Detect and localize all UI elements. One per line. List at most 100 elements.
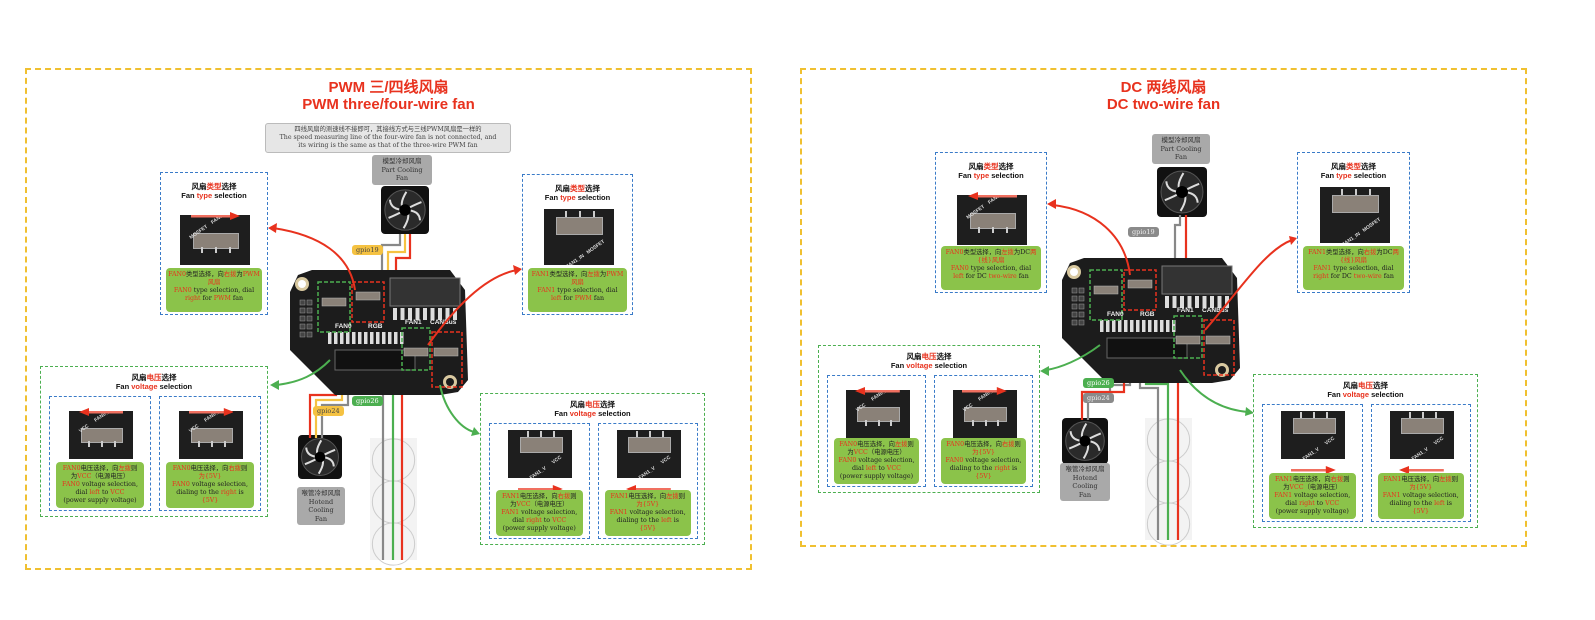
arrow-to-fan1-voltage (1179, 369, 1249, 413)
highlight-text: VCC (516, 501, 531, 508)
highlight-text: 右拨 (557, 493, 571, 500)
connector-pin (445, 308, 450, 320)
highlight-text: 右拨 (223, 271, 237, 278)
panel-title-cn: PWM 三/四线风扇 (328, 79, 449, 96)
type-title-en: Fan type selection (1320, 171, 1387, 180)
part_fan_label-line: 模型冷却风扇 (382, 157, 422, 165)
caption-line: FAN0 voltage selection, (62, 481, 138, 488)
caption-line: 风扇 (207, 279, 221, 286)
hotend_fan_label-line: Hotend Cooling (1072, 473, 1098, 491)
connector-pin (388, 332, 392, 344)
connector-pin (423, 308, 427, 320)
panel-title-en: PWM three/four-wire fan (302, 96, 475, 113)
caption-line: 为VCC（电源电压） (70, 473, 130, 480)
arrow-to-fan1-voltage-head (1245, 407, 1254, 416)
highlight-text: FAN0 (62, 481, 80, 488)
caption-line: 为VCC（电源电压） (1283, 484, 1342, 491)
fan0-type-switch-highlight (351, 281, 385, 323)
rgb-fan-connector (334, 349, 416, 371)
highlight-text: VCC (1325, 500, 1340, 507)
board-label: RGB (1140, 311, 1155, 318)
arrow-left-icon (855, 382, 900, 395)
switch-pin (997, 420, 1000, 427)
highlight-text: voltage (906, 361, 933, 370)
voltage-title-en: Fan voltage selection (115, 382, 193, 391)
highlight-text: FAN1 (501, 509, 520, 516)
hotend_fan_label-line: 喉管冷却风扇 (1065, 465, 1105, 473)
slide-switch (1292, 418, 1336, 434)
connector-pin (453, 308, 457, 320)
part-fan-wire-gnd (380, 234, 402, 290)
board-slide-switch (355, 291, 381, 301)
highlight-text: 电压 (146, 373, 162, 382)
highlight-text: VCC (552, 517, 567, 524)
caption-line: 为{5V} (972, 449, 995, 456)
connector-pin (1154, 320, 1158, 332)
switch-pin (1434, 412, 1437, 419)
arrow-left-icon (1399, 461, 1445, 474)
highlight-text: right (1299, 500, 1315, 507)
part-fan-wire-negative (1173, 215, 1182, 275)
highlight-text: 电压 (1358, 381, 1373, 390)
connector-pin (1106, 320, 1110, 332)
caption-line: dialing to the left is (616, 517, 679, 524)
part_fan_label-line: Part Cooling (381, 165, 423, 174)
highlight-text: FAN0 (945, 249, 964, 256)
silkscreen-label: FAN1_V (528, 465, 548, 478)
connector-pin (328, 332, 332, 344)
connector-pin (1112, 320, 1116, 332)
highlight-text: FAN1 (501, 493, 520, 500)
switch-pin (553, 431, 556, 438)
caption-line: dialing to the right is (949, 465, 1018, 472)
highlight-text: FAN0 (168, 271, 187, 278)
header-pin (1078, 319, 1085, 326)
board-slide-switch (1093, 285, 1119, 295)
caption-line: 为VCC（电源电压） (847, 449, 906, 456)
highlight-text: 类型 (983, 162, 999, 171)
caption-line: dial right to VCC (512, 517, 567, 524)
arrow-left-icon (626, 480, 672, 493)
voltage-title-cn: 风扇电压选择 (1343, 381, 1388, 390)
highlight-text: 两 (1030, 249, 1037, 256)
switch-pin (211, 441, 213, 448)
connector-pin (415, 308, 420, 320)
caption-line: {5V} (1412, 508, 1430, 515)
arrow-to-fan1-type (1204, 239, 1293, 331)
caption-line: FAN1类型选择，向右拨为DC两 (1308, 249, 1399, 256)
switch-pin (215, 246, 217, 253)
highlight-text: 左拨 (587, 271, 600, 278)
highlight-text: 类型 (1346, 162, 1361, 171)
silkscreen-label: MOSFET (1361, 216, 1382, 234)
rgb-wire-gnd (1138, 380, 1160, 540)
switch-pin (527, 431, 530, 438)
switch-pin (229, 246, 231, 253)
type-title-cn: 风扇类型选择 (968, 162, 1014, 171)
switch-pin (578, 211, 581, 218)
connector-pin (1160, 320, 1164, 332)
caption-line: dial left to VCC (852, 465, 901, 472)
arrow-to-fan0-type (272, 227, 356, 291)
voltage-caption: FAN1电压选择，向右拨则为VCC（电源电压）FAN1 voltage sele… (1269, 473, 1356, 519)
header-pin (306, 299, 313, 306)
highlight-text: 左拨 (666, 493, 679, 500)
highlight-text: 类型 (206, 182, 222, 191)
switch-pin (564, 211, 567, 218)
fan-connector (389, 277, 461, 307)
hotend_fan_label-line: Fan (1078, 490, 1092, 499)
header-pin (1071, 311, 1078, 318)
arrow-to-fan0-voltage-head (270, 380, 279, 390)
silkscreen-label: MOSFET (585, 238, 606, 256)
board-label: FAN1 (405, 319, 422, 326)
arrow-to-fan1-type-head (513, 265, 522, 275)
fan-hub (314, 451, 326, 463)
